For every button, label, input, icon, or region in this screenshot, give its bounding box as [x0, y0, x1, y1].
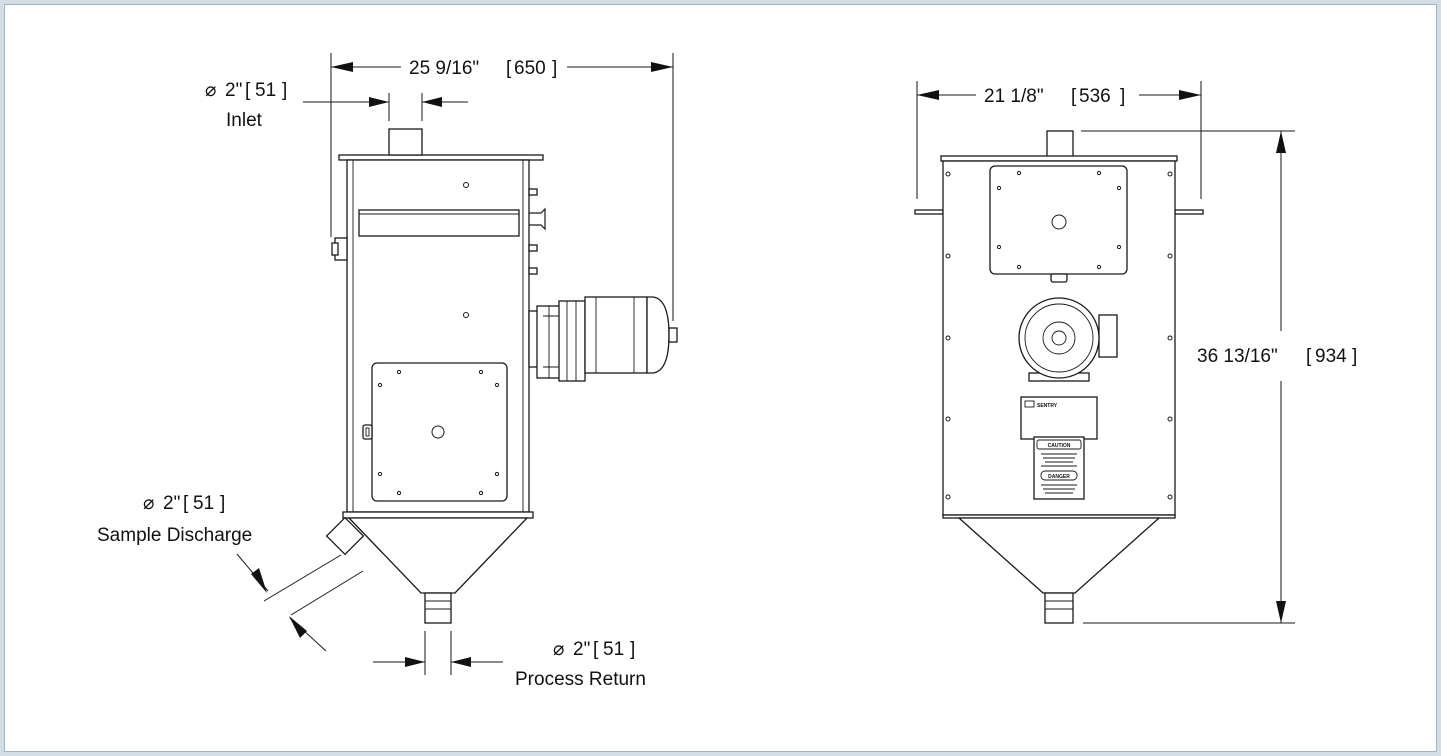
svg-text:]: ] — [282, 80, 287, 101]
sample-discharge-diameter-symbol: ⌀ — [143, 493, 154, 514]
caution-sign-text: CAUTION — [1048, 443, 1071, 449]
side-top-flange — [338, 154, 544, 161]
brand-plate-text: SENTRY — [1037, 403, 1058, 409]
front-inlet-pipe — [1046, 130, 1074, 158]
front-width-metric: 536 — [1079, 86, 1111, 107]
svg-text:[: [ — [245, 80, 251, 101]
side-motor — [528, 296, 678, 382]
front-top-flange — [940, 155, 1178, 162]
side-width-bracket-close: ] — [552, 58, 557, 79]
svg-text:[: [ — [1071, 86, 1077, 107]
process-return-diameter-imperial: 2" — [573, 639, 590, 660]
inlet-diameter-metric: 51 — [255, 80, 276, 101]
svg-text:]: ] — [220, 493, 225, 514]
svg-text:[: [ — [593, 639, 599, 660]
front-motor — [1018, 297, 1118, 382]
front-width-imperial: 21 1/8" — [984, 86, 1044, 107]
side-width-bracket-open: [ — [506, 58, 512, 79]
inlet-diameter-imperial: 2" — [225, 80, 242, 101]
svg-text:[: [ — [183, 493, 189, 514]
front-brand-plate — [1020, 396, 1098, 440]
process-return-diameter-metric: 51 — [603, 639, 624, 660]
side-width-imperial: 25 9/16" — [409, 58, 479, 79]
side-hopper-cone — [347, 517, 529, 594]
height-imperial: 36 13/16" — [1197, 346, 1278, 367]
side-process-return-nozzle — [424, 592, 452, 624]
sample-discharge-diameter-metric: 51 — [193, 493, 214, 514]
svg-text:]: ] — [630, 639, 635, 660]
side-dimensions — [236, 53, 674, 675]
inlet-label: Inlet — [226, 110, 263, 131]
front-outlet-nozzle — [1044, 592, 1074, 624]
process-return-diameter-symbol: ⌀ — [553, 639, 564, 660]
side-hopper-rim — [342, 511, 534, 519]
front-hopper-cone — [957, 517, 1161, 594]
inlet-diameter-symbol: ⌀ — [205, 80, 216, 101]
svg-text:]: ] — [1352, 346, 1357, 367]
sample-discharge-diameter-imperial: 2" — [163, 493, 180, 514]
height-metric: 934 — [1315, 346, 1347, 367]
dimension-labels: 25 9/16" [ 650 ] ⌀ 2" [ 51 ] Inlet ⌀ 2" … — [97, 58, 1357, 690]
danger-sign-text: DANGER — [1048, 474, 1070, 480]
svg-text:]: ] — [1120, 86, 1125, 107]
front-dimensions — [916, 81, 1295, 624]
side-sample-discharge-nozzle — [325, 516, 365, 556]
side-inlet-pipe — [388, 128, 423, 156]
svg-text:[: [ — [1306, 346, 1312, 367]
process-return-label: Process Return — [515, 669, 646, 690]
side-view — [325, 128, 678, 624]
drawing-sheet: SENTRY CAUTION DANGER — [4, 4, 1437, 752]
sample-discharge-label: Sample Discharge — [97, 525, 252, 546]
technical-drawing: SENTRY CAUTION DANGER — [97, 53, 1357, 690]
front-view: SENTRY CAUTION DANGER — [914, 130, 1204, 624]
side-width-metric: 650 — [514, 58, 546, 79]
